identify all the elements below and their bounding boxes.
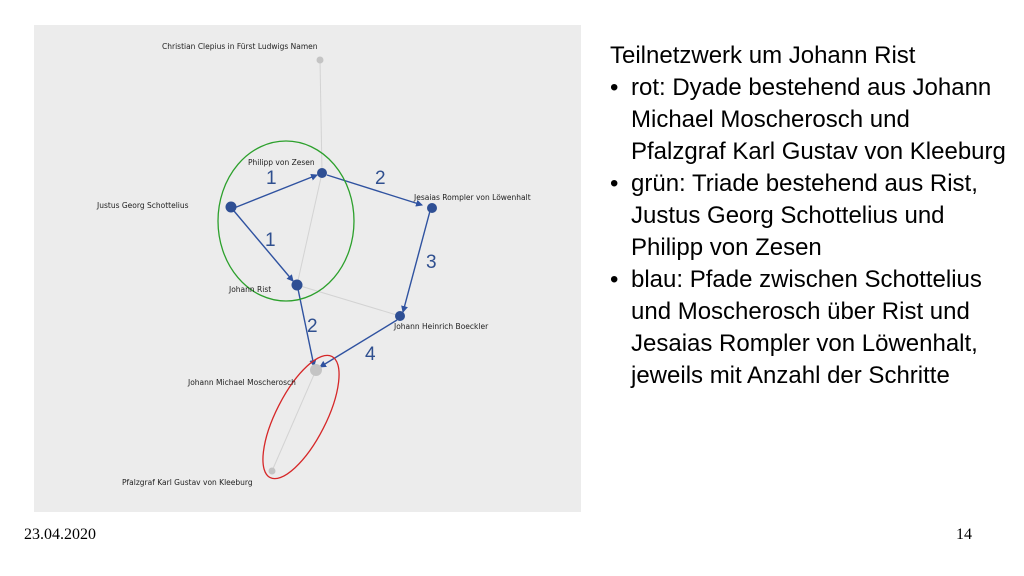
node-kleeburg[interactable] <box>268 467 276 475</box>
green-triad-ellipse <box>217 140 355 302</box>
edge-rist-boeckler <box>296 284 401 317</box>
legend-list: rot: Dyade bestehend aus Johann Michael … <box>610 72 1010 392</box>
step-label-rist-moscherosch: 2 <box>307 316 318 337</box>
step-label-boeckler-moscherosch: 4 <box>365 344 376 365</box>
path-edge-rompler-boeckler <box>401 210 431 314</box>
description-text: Teilnetzwerk um Johann Rist rot: Dyade b… <box>610 40 1010 392</box>
edge-clepius-zesen <box>319 59 323 174</box>
edge-zesen-rist <box>296 172 323 286</box>
node-zesen[interactable] <box>317 168 327 178</box>
node-boeckler[interactable] <box>395 311 405 321</box>
edge-moscherosch-kleeburg <box>271 369 317 472</box>
bullet-green: grün: Triade bestehend aus Rist, Justus … <box>610 168 1010 264</box>
step-label-rompler-boeckler: 3 <box>426 252 437 273</box>
path-edge-schottelius-rist <box>233 210 294 282</box>
node-moscherosch[interactable] <box>310 364 322 376</box>
label-moscherosch: Johann Michael Moscherosch <box>187 378 296 387</box>
step-label-schottelius-zesen: 1 <box>266 168 277 189</box>
label-rist: Johann Rist <box>228 285 271 294</box>
bullet-red: rot: Dyade bestehend aus Johann Michael … <box>610 72 1010 168</box>
node-schottelius[interactable] <box>225 201 237 213</box>
subnetwork-title: Teilnetzwerk um Johann Rist <box>610 42 916 69</box>
red-dyad-ellipse <box>262 354 340 480</box>
label-boeckler: Johann Heinrich Boeckler <box>393 322 489 331</box>
path-edge-rist-moscherosch <box>297 288 317 368</box>
label-zesen: Philipp von Zesen <box>248 158 315 167</box>
label-kleeburg: Pfalzgraf Karl Gustav von Kleeburg <box>122 478 253 487</box>
network-svg: Christian Clepius in Fürst Ludwigs Namen… <box>96 42 531 487</box>
label-rompler: Jesaias Rompler von Löwenhalt <box>413 193 531 202</box>
node-clepius[interactable] <box>316 56 324 64</box>
bullet-blue: blau: Pfade zwischen Schottelius und Mos… <box>610 264 1010 392</box>
footer-date: 23.04.2020 <box>24 526 96 543</box>
network-graph: Christian Clepius in Fürst Ludwigs Namen… <box>34 25 581 512</box>
path-edge-zesen-rompler <box>326 174 424 207</box>
path-edge-boeckler-moscherosch <box>319 319 398 368</box>
path-edge-schottelius-zesen <box>233 173 318 209</box>
label-schottelius: Justus Georg Schottelius <box>96 201 189 210</box>
step-label-schottelius-rist: 1 <box>265 230 276 251</box>
step-label-zesen-rompler: 2 <box>375 168 386 189</box>
node-rompler[interactable] <box>427 203 437 213</box>
node-rist[interactable] <box>291 279 303 291</box>
page-number: 14 <box>956 526 972 543</box>
label-clepius: Christian Clepius in Fürst Ludwigs Namen <box>162 42 318 51</box>
